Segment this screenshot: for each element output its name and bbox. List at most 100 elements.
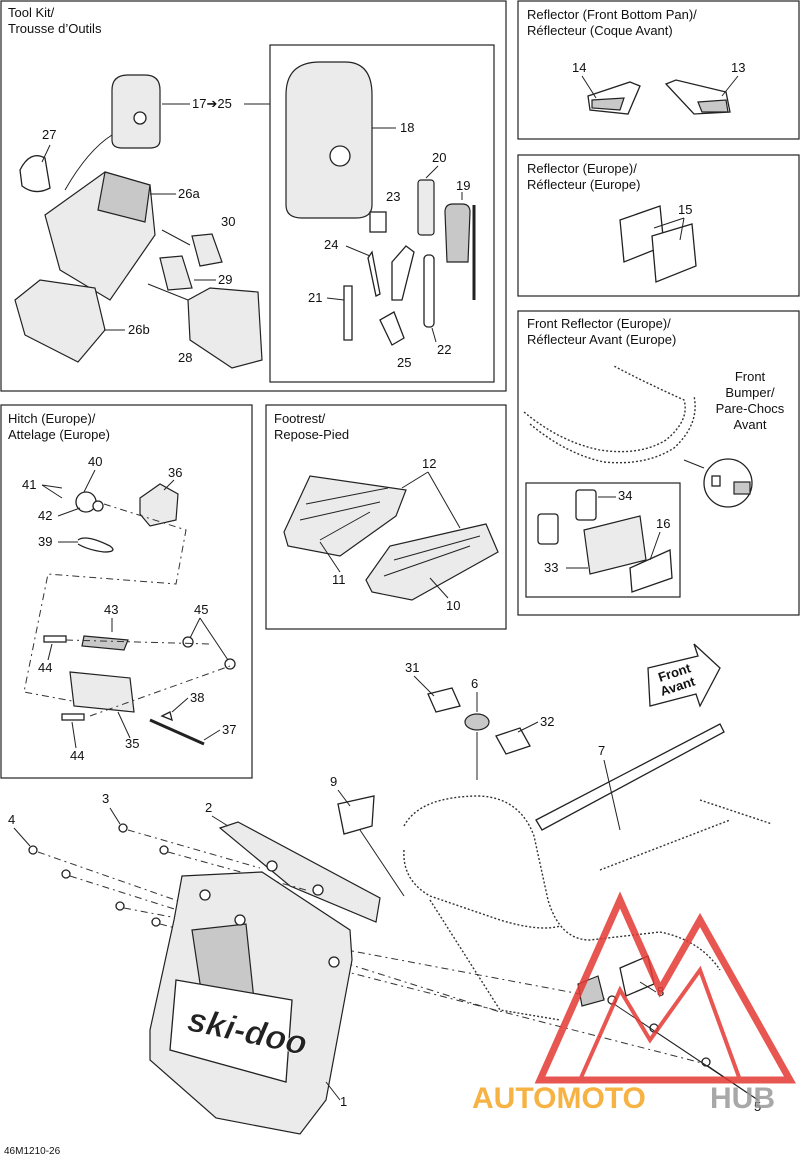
- pan-hole-b: [234, 914, 246, 926]
- callout-40: 40: [88, 454, 102, 469]
- watermark-text-hub: HUB: [710, 1082, 775, 1115]
- reflector-16: [629, 549, 673, 593]
- bolt-44-upper: [43, 635, 67, 643]
- spark-plug-socket: [417, 179, 435, 236]
- front-reflector-europe-panel: Front Reflector (Europe)/ Réflecteur Ava…: [517, 310, 800, 616]
- footrest-title-line2: Repose-Pied: [274, 427, 349, 442]
- callout-24: 24: [324, 237, 338, 252]
- toolkit-title-line1: Tool Kit/: [8, 5, 55, 20]
- callout-33: 33: [544, 560, 558, 575]
- callout-32: 32: [540, 714, 554, 729]
- reflector-front-bottom-title-line2: Réflecteur (Coque Avant): [527, 23, 673, 38]
- reflector-front-bottom-title-line1: Reflector (Front Bottom Pan)/: [527, 7, 697, 22]
- front-frame-outline: [403, 795, 721, 971]
- watermark: AUTOMOTO HUB: [472, 891, 796, 1115]
- watermark-text-automoto: AUTOMOTO: [472, 1082, 646, 1115]
- callout-3: 3: [102, 791, 109, 806]
- pan-hole-a: [199, 889, 211, 901]
- front-reflector-europe-title-line2: Réflecteur Avant (Europe): [527, 332, 676, 347]
- hex-key-small: [369, 211, 387, 233]
- callout-28: 28: [178, 350, 192, 365]
- bumper-label-line1: Front: [735, 369, 766, 384]
- footrest-title-line1: Footrest/: [274, 411, 326, 426]
- nut-45b: [224, 658, 236, 670]
- callout-18: 18: [400, 120, 414, 135]
- callout-23: 23: [386, 189, 400, 204]
- callout-9: 9: [330, 774, 337, 789]
- callout-6: 6: [471, 676, 478, 691]
- reflector-clip-small: [711, 475, 721, 487]
- tool-box-lid: [97, 171, 151, 223]
- bumper-label-line3: Pare-Chocs: [716, 401, 785, 416]
- callout-22: 22: [437, 342, 451, 357]
- reflector-zoom-circle: [703, 458, 753, 508]
- callout-4: 4: [8, 812, 15, 827]
- steering-linkage-outline: [599, 799, 773, 871]
- callout-30: 30: [221, 214, 235, 229]
- label-31: [427, 687, 461, 713]
- watermark-logo-inner: [578, 965, 742, 1081]
- callout-15: 15: [678, 202, 692, 217]
- bracket-2: [218, 821, 381, 923]
- footrest-11: [283, 475, 407, 557]
- front-bumper-outline-inner: [529, 395, 696, 464]
- reflector-europe-panel: Reflector (Europe)/ Réflecteur (Europe) …: [517, 154, 800, 297]
- bracket-2-hole-b: [312, 884, 324, 896]
- washer-4a: [28, 845, 38, 855]
- washer-4b: [61, 869, 71, 879]
- front-frame-outline-lower: [403, 849, 561, 929]
- rivet-3a: [118, 823, 128, 833]
- foam-pad-29: [159, 255, 193, 291]
- hitch-panel: Hitch (Europe)/ Attelage (Europe) 40 41 …: [0, 404, 253, 779]
- reflector-bracket-34: [575, 489, 597, 521]
- callout-42: 42: [38, 508, 52, 523]
- front-direction-arrow: [647, 643, 721, 708]
- callout-10: 10: [446, 598, 460, 613]
- toolkit-inner-box: [269, 44, 495, 383]
- callout-17-25: 17➔25: [192, 96, 232, 111]
- label-32: [495, 727, 531, 755]
- screwdriver-handle: [444, 203, 471, 263]
- callout-27: 27: [42, 127, 56, 142]
- hairpin-clip-39: [77, 537, 114, 553]
- spanner-tool: [379, 311, 405, 346]
- footrest-10: [365, 523, 499, 601]
- bracket-2-hole-a: [266, 860, 278, 872]
- drive-belt-tool: [423, 254, 435, 328]
- reflector-detail-box: [525, 482, 681, 598]
- reflector-front-bottom-panel: Reflector (Front Bottom Pan)/ Réflecteur…: [517, 0, 800, 140]
- reflector-13-surface: [697, 99, 729, 113]
- callout-41: 41: [22, 477, 36, 492]
- hitch-plate-43: [81, 635, 129, 651]
- pouch-emblem-small: [133, 111, 147, 125]
- callout-7: 7: [598, 743, 605, 758]
- trim-strip-7: [535, 723, 725, 831]
- callout-34: 34: [618, 488, 632, 503]
- washer-4c: [115, 901, 125, 911]
- label-9: [337, 795, 375, 835]
- callout-29: 29: [218, 272, 232, 287]
- bolt-44-lower: [61, 713, 85, 721]
- watermark-logo-mark: [534, 891, 796, 1084]
- callout-12: 12: [422, 456, 436, 471]
- allen-wrench: [367, 250, 381, 297]
- open-end-wrench: [343, 285, 353, 341]
- callout-5: 5: [754, 1099, 761, 1114]
- hitch-title-line1: Hitch (Europe)/: [8, 411, 96, 426]
- toolkit-panel: Tool Kit/ Trousse d’Outils 17➔25 18 20 1…: [0, 0, 507, 392]
- footrest-panel: Footrest/ Repose-Pied 11 10 12: [265, 404, 507, 630]
- washer-4d: [151, 917, 161, 927]
- emblem-6: [464, 713, 490, 731]
- rivet-3b: [159, 845, 169, 855]
- tool-box-lower: [14, 279, 106, 363]
- callout-14: 14: [572, 60, 586, 75]
- callout-39: 39: [38, 534, 52, 549]
- bumper-label-line2: Bumper/: [725, 385, 775, 400]
- callout-21: 21: [308, 290, 322, 305]
- callout-43: 43: [104, 602, 118, 617]
- reflector-zoom-detail: [733, 481, 751, 495]
- callout-37: 37: [222, 722, 236, 737]
- reflector-bracket: [537, 513, 559, 545]
- callout-26a: 26a: [178, 186, 200, 201]
- toolkit-title-line2: Trousse d’Outils: [8, 21, 102, 36]
